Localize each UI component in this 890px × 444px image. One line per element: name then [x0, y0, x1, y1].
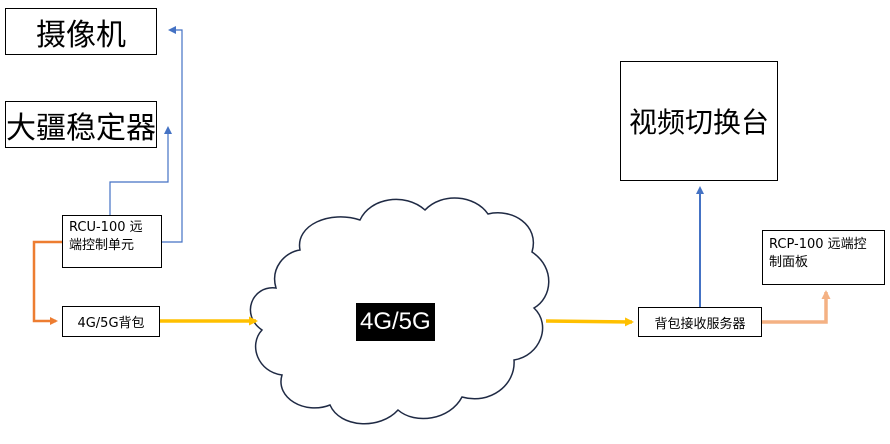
rcu-node: RCU-100 远 端控制单元 [62, 215, 162, 268]
link-rcu-to-backpack [32, 240, 62, 325]
link-server-to-rcp [762, 290, 831, 324]
rcp-node: RCP-100 远端控 制面板 [762, 230, 885, 285]
server-node: 背包接收服务器 [638, 307, 762, 337]
switcher-node: 视频切换台 [620, 61, 778, 181]
backpack-label: 4G/5G背包 [77, 316, 145, 331]
stabilizer-label: 大疆稳定器 [6, 110, 156, 146]
link-network-to-server [545, 317, 634, 327]
link-rcu-to-camera [162, 26, 183, 243]
camera-node: 摄像机 [5, 8, 157, 55]
link-rcu-to-stabilizer [109, 126, 172, 215]
rcu-label-line1: RCU-100 远 [69, 220, 143, 235]
rcp-label-line1: RCP-100 远端控 [769, 237, 867, 252]
stabilizer-node: 大疆稳定器 [5, 101, 157, 148]
network-label: 4G/5G [356, 303, 435, 341]
switcher-label: 视频切换台 [628, 106, 769, 139]
backpack-node: 4G/5G背包 [62, 306, 160, 337]
rcu-label-line2: 端控制单元 [69, 238, 135, 253]
rcp-label-line2: 制面板 [769, 255, 809, 270]
server-label: 背包接收服务器 [654, 316, 746, 332]
camera-label: 摄像机 [36, 17, 126, 53]
